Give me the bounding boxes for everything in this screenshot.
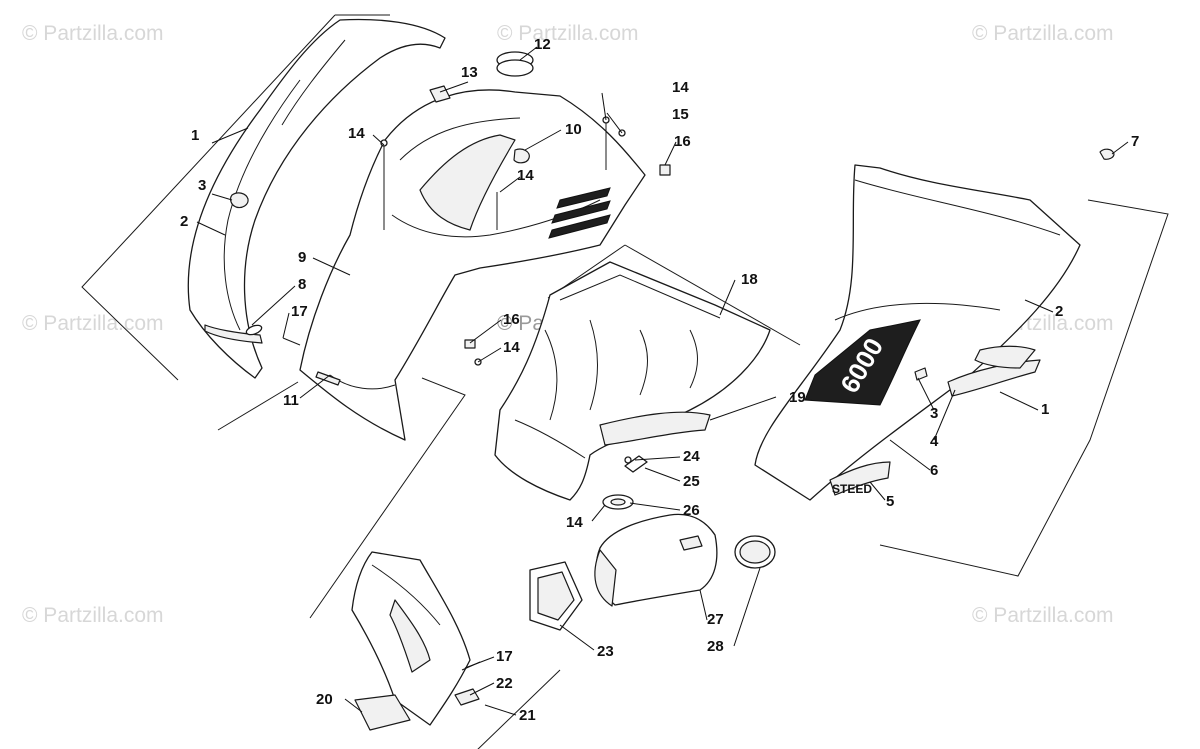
grommet bbox=[496, 51, 534, 77]
callout-8: 8 bbox=[298, 276, 306, 293]
left-side-panel bbox=[187, 18, 446, 379]
watermark: © Partzilla.com bbox=[22, 604, 164, 627]
callout-7: 7 bbox=[1131, 133, 1139, 150]
callout-11: 11 bbox=[283, 392, 299, 409]
watermark: © Partzilla.com bbox=[972, 604, 1114, 627]
callout-14-mid: 14 bbox=[503, 339, 520, 356]
callout-16-mid: 16 bbox=[503, 311, 520, 328]
callout-13: 13 bbox=[461, 64, 478, 81]
air-box bbox=[494, 261, 771, 501]
callout-14-hood-center: 14 bbox=[517, 167, 534, 184]
lower-grille bbox=[351, 551, 481, 731]
callout-17-low: 17 bbox=[496, 648, 513, 665]
callout-9: 9 bbox=[298, 249, 306, 266]
callout-4: 4 bbox=[930, 433, 939, 450]
callout-labels: 1 3 2 8 17 9 11 12 13 10 14 14 14 15 16 … bbox=[180, 36, 1139, 724]
callout-17-left: 17 bbox=[291, 303, 308, 320]
callout-6: 6 bbox=[930, 462, 938, 479]
callout-21: 21 bbox=[519, 707, 536, 724]
callout-5: 5 bbox=[886, 493, 894, 510]
callout-2-left: 2 bbox=[180, 213, 188, 230]
intake-duct bbox=[529, 455, 776, 631]
logo-text: STEED bbox=[832, 482, 872, 496]
fasteners bbox=[282, 116, 671, 366]
callout-1-right: 1 bbox=[1041, 401, 1049, 418]
leader-lines bbox=[196, 46, 1129, 716]
watermark: © Partzilla.com bbox=[972, 22, 1114, 45]
watermark: © Partzilla.com bbox=[22, 312, 164, 335]
callout-10: 10 bbox=[565, 121, 582, 138]
callout-12: 12 bbox=[534, 36, 551, 53]
callout-15: 15 bbox=[672, 106, 689, 123]
front-hood bbox=[299, 85, 646, 441]
group-lines bbox=[81, 14, 1169, 749]
callout-25: 25 bbox=[683, 473, 700, 490]
watermark: © Partzilla.com bbox=[22, 22, 164, 45]
callout-20: 20 bbox=[316, 691, 333, 708]
callout-24: 24 bbox=[683, 448, 700, 465]
callout-16-top: 16 bbox=[674, 133, 691, 150]
callout-14-low: 14 bbox=[566, 514, 583, 531]
decal-panel bbox=[804, 319, 921, 406]
callout-19: 19 bbox=[789, 389, 806, 406]
callout-23: 23 bbox=[597, 643, 614, 660]
callout-3-left: 3 bbox=[198, 177, 206, 194]
callout-18: 18 bbox=[741, 271, 758, 288]
callout-22: 22 bbox=[496, 675, 513, 692]
callout-1-left: 1 bbox=[191, 127, 199, 144]
callout-14-hood-left: 14 bbox=[348, 125, 365, 142]
right-side-panel: 6000 STEED bbox=[754, 148, 1115, 501]
callout-27: 27 bbox=[707, 611, 724, 628]
callout-26: 26 bbox=[683, 502, 700, 519]
callout-14-top-right: 14 bbox=[672, 79, 689, 96]
callout-3-right: 3 bbox=[930, 405, 938, 422]
callout-2-right: 2 bbox=[1055, 303, 1063, 320]
watermark: © Partzilla.com bbox=[497, 22, 639, 45]
callout-28: 28 bbox=[707, 638, 724, 655]
